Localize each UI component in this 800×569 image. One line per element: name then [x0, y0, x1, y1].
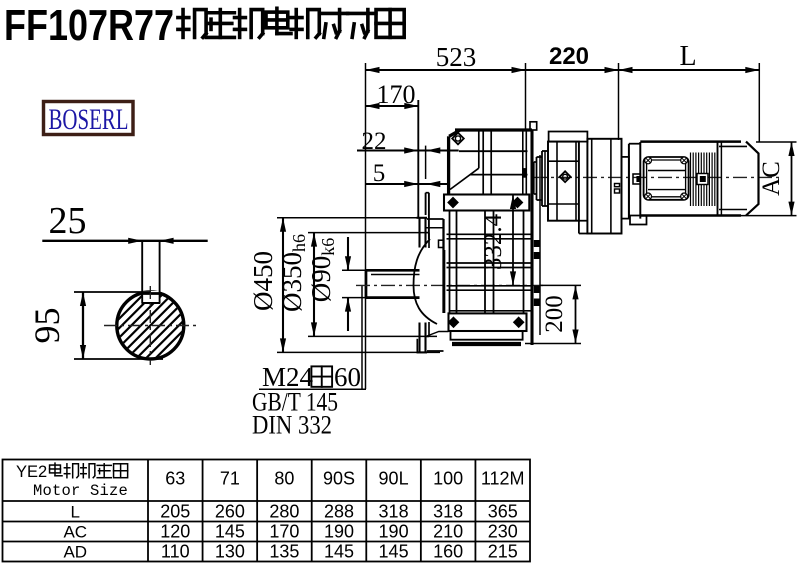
svg-text:170: 170	[269, 522, 299, 542]
svg-text:90S: 90S	[323, 469, 355, 489]
svg-text:L: L	[679, 41, 696, 72]
svg-text:GB/T 145: GB/T 145	[252, 388, 338, 417]
svg-text:210: 210	[433, 522, 463, 542]
svg-text:71: 71	[220, 469, 240, 489]
svg-text:190: 190	[379, 522, 409, 542]
svg-text:280: 280	[269, 501, 299, 521]
svg-text:100: 100	[433, 469, 463, 489]
svg-text:M24: M24	[262, 362, 314, 392]
svg-text:145: 145	[215, 522, 245, 542]
svg-text:145: 145	[324, 542, 354, 562]
svg-text:112M: 112M	[481, 469, 525, 489]
svg-text:80: 80	[274, 469, 294, 489]
svg-text:63: 63	[165, 469, 185, 489]
svg-text:260: 260	[215, 501, 245, 521]
svg-text:L: L	[71, 502, 80, 521]
svg-text:523: 523	[436, 42, 477, 72]
svg-text:BOSERL: BOSERL	[49, 103, 129, 136]
svg-text:160: 160	[433, 542, 463, 562]
svg-text:145: 145	[379, 542, 409, 562]
svg-text:AC: AC	[63, 523, 87, 542]
svg-text:170: 170	[377, 80, 416, 109]
svg-text:95: 95	[27, 308, 67, 344]
svg-text:AD: AD	[63, 543, 87, 562]
svg-text:288: 288	[324, 501, 354, 521]
svg-text:365: 365	[488, 501, 518, 521]
svg-text:22: 22	[362, 128, 387, 155]
svg-text:YE2: YE2	[16, 463, 47, 481]
svg-text:Motor Size: Motor Size	[33, 482, 128, 500]
svg-text:200: 200	[541, 295, 568, 333]
svg-text:AC: AC	[758, 161, 785, 196]
svg-text:318: 318	[433, 501, 463, 521]
svg-text:220: 220	[549, 43, 589, 70]
svg-text:90L: 90L	[379, 469, 409, 489]
svg-text:120: 120	[160, 522, 190, 542]
svg-text:190: 190	[324, 522, 354, 542]
svg-text:130: 130	[215, 542, 245, 562]
svg-text:215: 215	[488, 542, 518, 562]
svg-text:5: 5	[373, 160, 386, 187]
svg-text:110: 110	[161, 542, 190, 562]
svg-text:Ø450: Ø450	[248, 251, 278, 311]
svg-text:205: 205	[160, 501, 190, 521]
svg-text:DIN 332: DIN 332	[252, 411, 332, 440]
svg-text:135: 135	[269, 542, 299, 562]
svg-text:25: 25	[49, 200, 87, 242]
svg-text:FF107R77: FF107R77	[4, 1, 174, 50]
svg-text:230: 230	[488, 522, 518, 542]
svg-text:60: 60	[334, 362, 361, 392]
svg-text:332.4: 332.4	[480, 213, 507, 270]
svg-text:318: 318	[379, 501, 409, 521]
